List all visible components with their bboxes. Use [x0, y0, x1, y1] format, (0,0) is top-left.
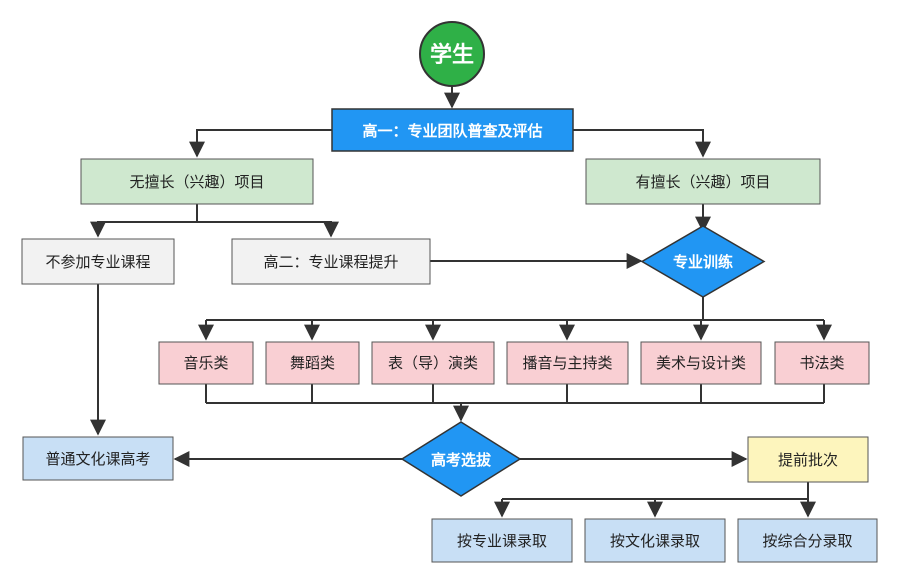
by-culture-box [584, 518, 726, 563]
grade1-label: 高一：专业团队普查及评估 [362, 122, 542, 140]
by-major-box [431, 518, 573, 563]
node-by-culture: 按文化课录取 [584, 518, 726, 563]
grade1-box [331, 108, 574, 152]
normal-exam-label: 普通文化课高考 [45, 450, 150, 468]
calligraphy-box [774, 341, 870, 385]
music-label: 音乐类 [183, 354, 228, 372]
dance-label: 舞蹈类 [290, 354, 335, 372]
by-composite-label: 按综合分录取 [762, 532, 852, 550]
training-diamond [640, 225, 766, 298]
node-music: 音乐类 [158, 341, 254, 385]
acting-label: 表（导）演类 [388, 354, 478, 372]
no-course-box [21, 238, 175, 285]
selection-label: 高考选拔 [431, 451, 492, 469]
node-has-talent: 有擅长（兴趣）项目 [585, 158, 821, 205]
node-by-major: 按专业课录取 [431, 518, 573, 563]
node-by-composite: 按综合分录取 [737, 518, 878, 563]
training-label: 专业训练 [673, 253, 733, 271]
music-box [158, 341, 254, 385]
node-no-talent: 无擅长（兴趣）项目 [80, 158, 314, 205]
normal-exam-box [22, 436, 174, 481]
node-early-batch: 提前批次 [747, 436, 869, 483]
node-calligraphy: 书法类 [774, 341, 870, 385]
edge-no-talent-no-course [90, 221, 197, 238]
calligraphy-label: 书法类 [799, 354, 844, 372]
dance-box [265, 341, 360, 385]
node-dance: 舞蹈类 [265, 341, 360, 385]
early-batch-box [747, 436, 869, 483]
no-talent-label: 无擅长（兴趣）项目 [129, 173, 264, 191]
node-grade1: 高一：专业团队普查及评估 [331, 108, 574, 152]
student-label: 学生 [430, 42, 474, 68]
has-talent-box [585, 158, 821, 205]
art-label: 美术与设计类 [656, 354, 746, 372]
node-grade2: 高二：专业课程提升 [231, 238, 431, 285]
broadcast-box [506, 341, 629, 385]
node-art: 美术与设计类 [640, 341, 762, 385]
node-student: 学生 [419, 21, 485, 87]
grade2-box [231, 238, 431, 285]
connectors [90, 84, 832, 518]
early-batch-label: 提前批次 [778, 451, 838, 469]
node-normal-exam: 普通文化课高考 [22, 436, 174, 481]
broadcast-label: 播音与主持类 [522, 354, 612, 372]
no-course-label: 不参加专业课程 [45, 253, 150, 271]
art-box [640, 341, 762, 385]
node-training: 专业训练 [640, 225, 766, 298]
edge-category-drops [205, 384, 825, 403]
node-broadcast: 播音与主持类 [506, 341, 629, 385]
has-talent-label: 有擅长（兴趣）项目 [635, 173, 770, 191]
node-no-course: 不参加专业课程 [21, 238, 175, 285]
no-talent-box [80, 158, 314, 205]
node-selection: 高考选拔 [400, 421, 522, 497]
acting-box [371, 341, 495, 385]
node-acting: 表（导）演类 [371, 341, 495, 385]
edge-grade1-has-talent [573, 129, 711, 158]
grade2-label: 高二：专业课程提升 [263, 253, 398, 271]
student-circle [419, 21, 485, 87]
selection-diamond [400, 421, 522, 497]
edge-no-talent-grade2 [197, 221, 339, 238]
by-composite-box [737, 518, 878, 563]
edge-grade1-no-talent [189, 129, 332, 158]
by-culture-label: 按文化课录取 [610, 532, 700, 550]
by-major-label: 按专业课录取 [457, 532, 547, 550]
